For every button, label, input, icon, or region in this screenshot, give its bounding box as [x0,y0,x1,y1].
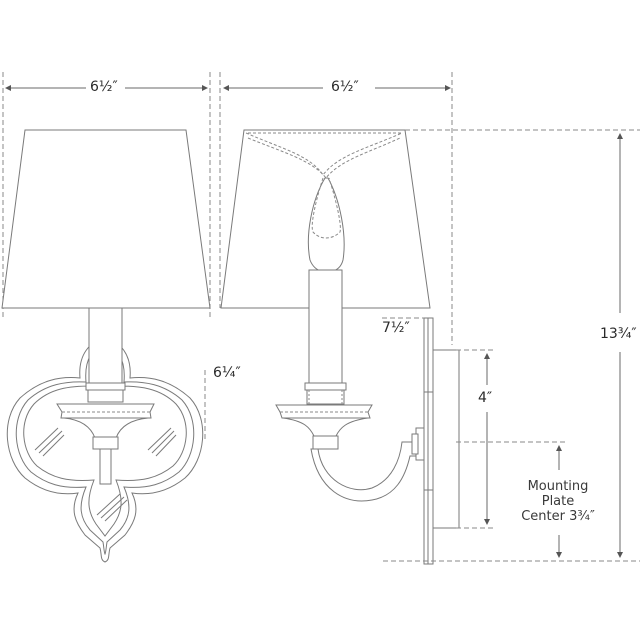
mounting-plate-line-2: Plate [541,494,575,509]
mounting-plate-line-3: Center 3¾″ [521,509,595,524]
mounting-plate-label: Mounting Plate Center 3¾″ [503,479,613,524]
side-view [219,72,640,565]
front-view [1,72,211,563]
extension-label: 7½″ [382,320,410,336]
front-width-label: 6½″ [90,79,118,95]
arm-offset-label: 4″ [478,390,493,406]
mounting-plate-line-1: Mounting [527,479,589,494]
side-width-label: 6½″ [331,79,359,95]
front-shade [1,129,211,309]
side-shade [220,129,431,309]
overall-height-label: 13¾″ [600,326,637,342]
backplate-width-label: 6¼″ [213,365,241,381]
